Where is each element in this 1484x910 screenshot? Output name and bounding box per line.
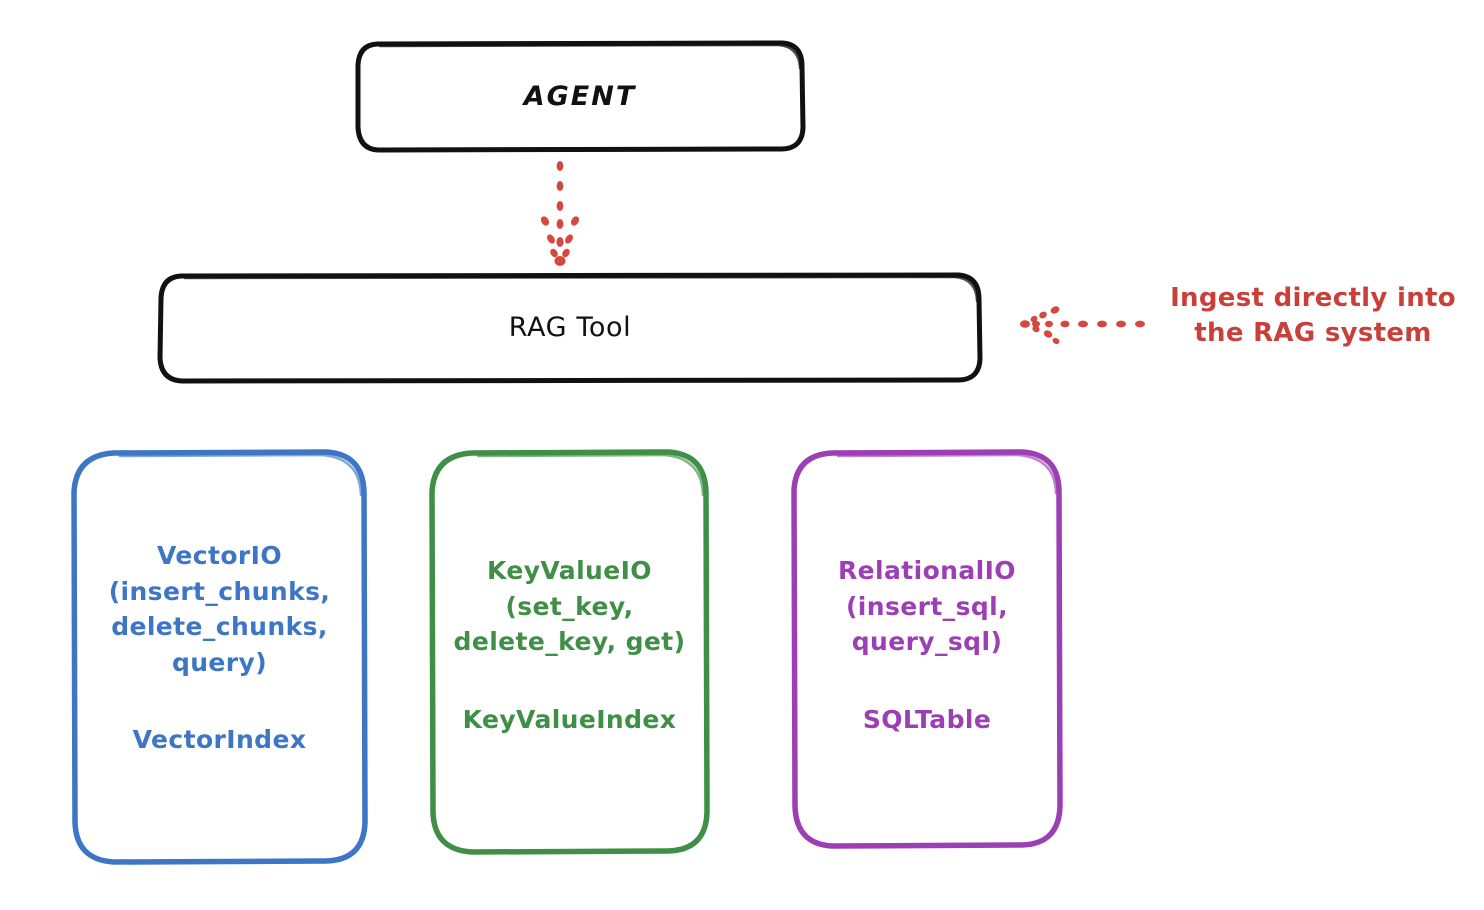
rag-tool-label: RAG Tool	[508, 312, 632, 344]
node-rag-tool[interactable]: RAG Tool	[157, 272, 983, 384]
connector-agent-to-rag	[520, 158, 600, 273]
relational-io-api-label: RelationalIO (insert_sql, query_sql)	[838, 556, 1016, 656]
node-vector-io[interactable]: VectorIO (insert_chunks, delete_chunks, …	[70, 448, 369, 866]
connector-ingest-to-rag	[1018, 296, 1146, 352]
key-value-io-api-label: KeyValueIO (set_key, delete_key, get)	[453, 556, 686, 656]
relational-io-index-label: SQLTable	[862, 704, 992, 734]
annotation-ingest-directly: Ingest directly into the RAG system	[1170, 283, 1456, 349]
node-key-value-io[interactable]: KeyValueIO (set_key, delete_key, get) Ke…	[428, 448, 711, 856]
vector-io-api-label: VectorIO (insert_chunks, delete_chunks, …	[108, 541, 331, 677]
node-agent[interactable]: AGENT	[355, 40, 806, 153]
key-value-io-index-label: KeyValueIndex	[462, 704, 677, 734]
node-relational-io[interactable]: RelationalIO (insert_sql, query_sql) SQL…	[790, 448, 1064, 850]
vector-io-index-label: VectorIndex	[132, 725, 307, 754]
agent-label: AGENT	[523, 80, 637, 112]
